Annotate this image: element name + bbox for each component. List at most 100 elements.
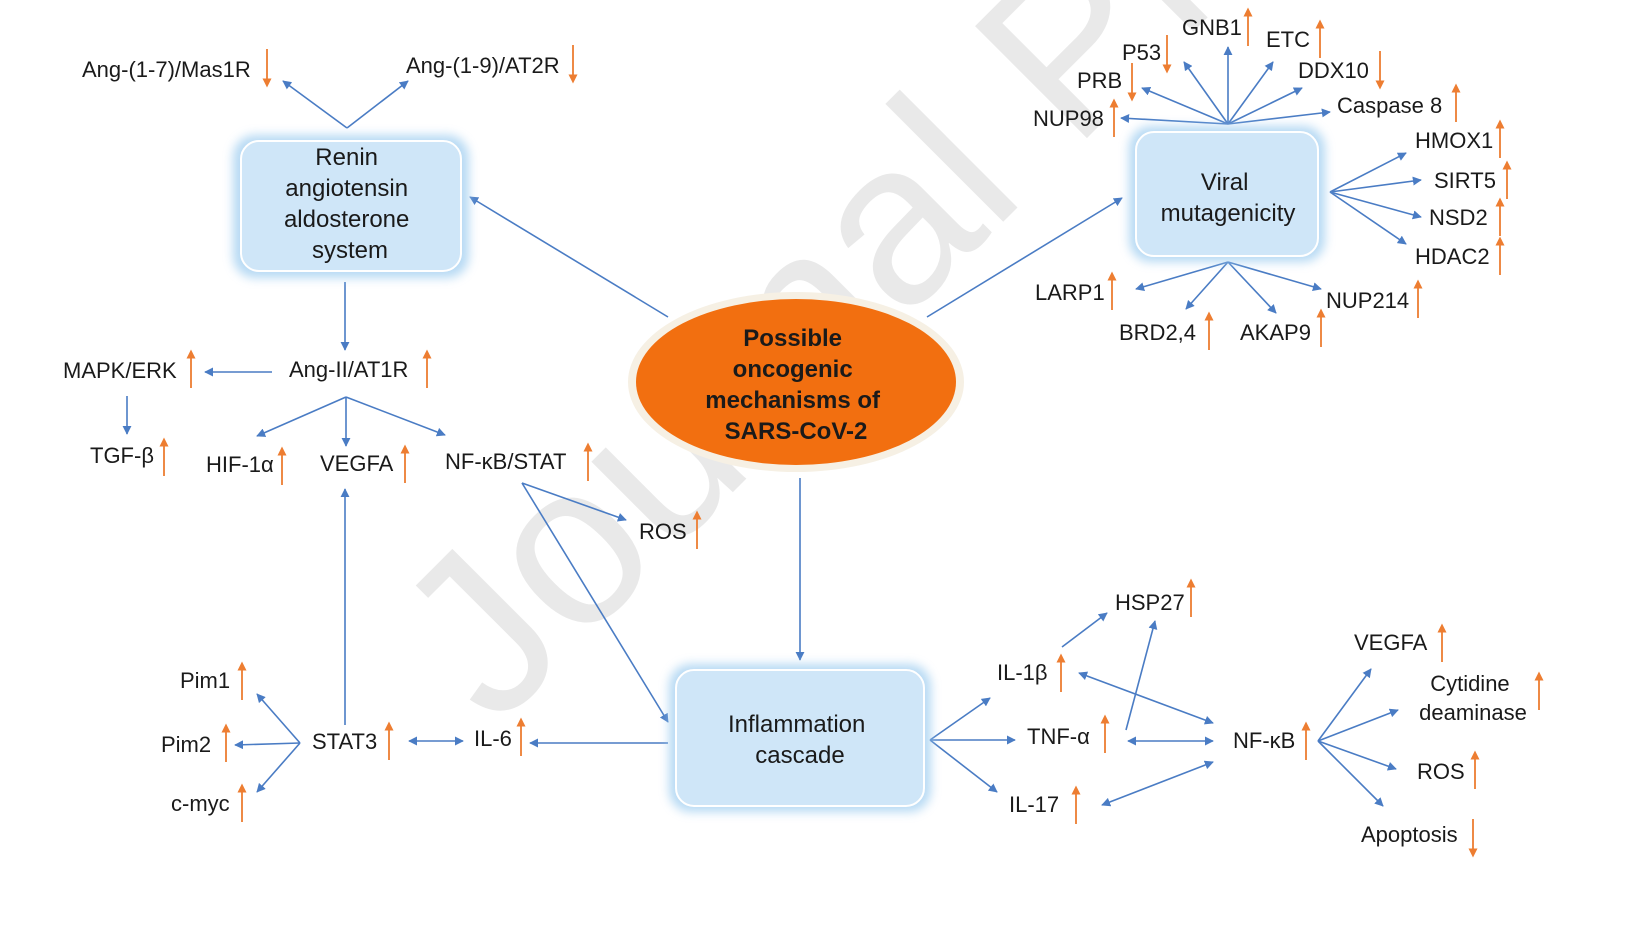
label-nup98: NUP98 xyxy=(1033,106,1104,131)
label-stat3: STAT3 xyxy=(312,729,377,754)
center-line-3: mechanisms of xyxy=(705,387,881,414)
center-label: Possible oncogenic mechanisms of SARS-Co… xyxy=(705,325,886,445)
label-gnb1: GNB1 xyxy=(1182,15,1242,40)
arrow-inflammation-to-il17 xyxy=(929,739,998,793)
label-apoptosis: Apoptosis xyxy=(1361,822,1458,847)
arrow-angii-to-hif1a xyxy=(256,396,347,437)
label-mapk: MAPK/ERK xyxy=(63,358,177,383)
arrow-viral-to-larp1 xyxy=(1135,261,1229,292)
arrow-viral-to-nsd2 xyxy=(1329,191,1422,220)
raas-line-2: angiotensin xyxy=(285,175,408,202)
inflammation-box-label: Inflammation cascade xyxy=(728,711,872,769)
inflammation-line-1: Inflammation xyxy=(728,711,865,738)
center-line-1: Possible xyxy=(743,325,842,352)
arrow-viral-to-prb xyxy=(1141,86,1229,125)
label-hif1a: HIF-1α xyxy=(206,452,274,477)
label-larp1: LARP1 xyxy=(1035,280,1105,305)
arrow-raas-to-ang19 xyxy=(346,80,409,129)
arrow-viral-to-hdac2 xyxy=(1329,191,1407,245)
label-hmox1: HMOX1 xyxy=(1415,128,1493,153)
label-prb: PRB xyxy=(1077,68,1122,93)
label-caspase8: Caspase 8 xyxy=(1337,93,1442,118)
raas-box: Renin angiotensin aldosterone system xyxy=(233,135,469,278)
label-il6: IL-6 xyxy=(474,726,512,751)
arrow-center-to-raas xyxy=(469,196,669,318)
arrow-viral-to-hmox1 xyxy=(1329,152,1407,193)
arrow-il17-nfkb xyxy=(1101,760,1214,807)
viral-line-2: mutagenicity xyxy=(1161,200,1296,227)
label-nsd2: NSD2 xyxy=(1429,205,1488,230)
label-ang19: Ang-(1-9)/AT2R xyxy=(406,53,560,78)
label-akap9: AKAP9 xyxy=(1240,320,1311,345)
arrow-viral-to-akap9 xyxy=(1227,261,1277,314)
label-sirt5: SIRT5 xyxy=(1434,168,1496,193)
raas-line-4: system xyxy=(312,237,388,264)
label-tnfa: TNF-α xyxy=(1027,724,1090,749)
label-pim1: Pim1 xyxy=(180,668,230,693)
arrow-viral-to-etc xyxy=(1227,61,1274,125)
label-ros-left: ROS xyxy=(639,519,687,544)
arrow-viral-to-brd24 xyxy=(1185,261,1229,310)
arrow-stat3-to-pim2 xyxy=(234,740,301,750)
arrow-viral-to-nup98 xyxy=(1120,113,1229,125)
node-labels: Ang-(1-7)/Mas1R Ang-(1-9)/AT2R Ang-II/AT… xyxy=(63,15,1527,847)
arrow-nfkb-to-ros xyxy=(1317,740,1397,771)
arrow-nfkbstat-to-inflammation xyxy=(521,482,669,723)
label-hdac2: HDAC2 xyxy=(1415,244,1490,269)
label-vegfa-right: VEGFA xyxy=(1354,630,1428,655)
inflammation-cascade-box: Inflammation cascade xyxy=(669,664,931,812)
connector-arrows xyxy=(122,46,1422,807)
arrow-stat3-to-pim1 xyxy=(256,693,301,744)
label-tgfb: TGF-β xyxy=(90,443,154,468)
label-nfkbstat: NF-κB/STAT xyxy=(445,449,566,474)
raas-line-3: aldosterone xyxy=(284,206,409,233)
label-il17: IL-17 xyxy=(1009,792,1059,817)
arrow-nfkb-to-apoptosis xyxy=(1317,740,1384,807)
arrow-viral-to-sirt5 xyxy=(1329,176,1422,193)
arrow-center-to-viral xyxy=(926,197,1123,318)
label-hsp27: HSP27 xyxy=(1115,590,1185,615)
arrow-inflammation-to-il1b xyxy=(929,697,991,741)
arrow-il1b-nfkb xyxy=(1078,671,1214,725)
raas-line-1: Renin xyxy=(315,144,378,171)
arrow-stat3-to-cmyc xyxy=(256,742,301,793)
arrow-nfkb-to-vegfa xyxy=(1317,668,1372,742)
arrow-raas-to-ang17 xyxy=(282,80,348,129)
label-ros-right: ROS xyxy=(1417,759,1465,784)
center-line-2: oncogenic xyxy=(733,356,853,383)
label-nup214: NUP214 xyxy=(1326,288,1409,313)
label-ddx10: DDX10 xyxy=(1298,58,1369,83)
label-pim2: Pim2 xyxy=(161,732,211,757)
arrow-angii-to-nfkbstat xyxy=(345,396,446,437)
label-vegfa-left: VEGFA xyxy=(320,451,394,476)
label-nfkb: NF-κB xyxy=(1233,728,1295,753)
raas-box-label: Renin angiotensin aldosterone system xyxy=(284,144,416,264)
center-ellipse: Possible oncogenic mechanisms of SARS-Co… xyxy=(628,292,964,472)
viral-box-label: Viral mutagenicity xyxy=(1161,169,1296,227)
label-brd24: BRD2,4 xyxy=(1119,320,1196,345)
viral-line-1: Viral xyxy=(1201,169,1249,196)
cytidine-line-2: deaminase xyxy=(1419,700,1527,725)
cytidine-line-1: Cytidine xyxy=(1430,671,1509,696)
arrow-tnfa-to-hsp27 xyxy=(1125,620,1158,731)
label-cmyc: c-myc xyxy=(171,791,230,816)
arrow-nfkbstat-to-ros xyxy=(521,482,627,522)
arrow-il1b-to-hsp27 xyxy=(1061,612,1108,648)
arrow-nfkb-to-cytidine xyxy=(1317,708,1399,742)
arrow-viral-to-caspase8 xyxy=(1227,108,1331,125)
arrow-viral-to-ddx10 xyxy=(1227,87,1303,125)
label-cytidine: Cytidine deaminase xyxy=(1419,671,1527,725)
arrow-viral-to-nup214 xyxy=(1227,261,1322,292)
arrow-viral-to-p53 xyxy=(1183,61,1229,125)
label-ang17: Ang-(1-7)/Mas1R xyxy=(82,57,251,82)
label-p53: P53 xyxy=(1122,40,1161,65)
label-etc: ETC xyxy=(1266,27,1310,52)
inflammation-line-2: cascade xyxy=(755,742,844,769)
indicator-arrows xyxy=(159,7,1544,858)
center-line-4: SARS-CoV-2 xyxy=(725,418,868,445)
viral-mutagenicity-box: Viral mutagenicity xyxy=(1129,126,1325,262)
label-il1b: IL-1β xyxy=(997,660,1048,685)
label-angii: Ang-II/AT1R xyxy=(289,357,408,382)
